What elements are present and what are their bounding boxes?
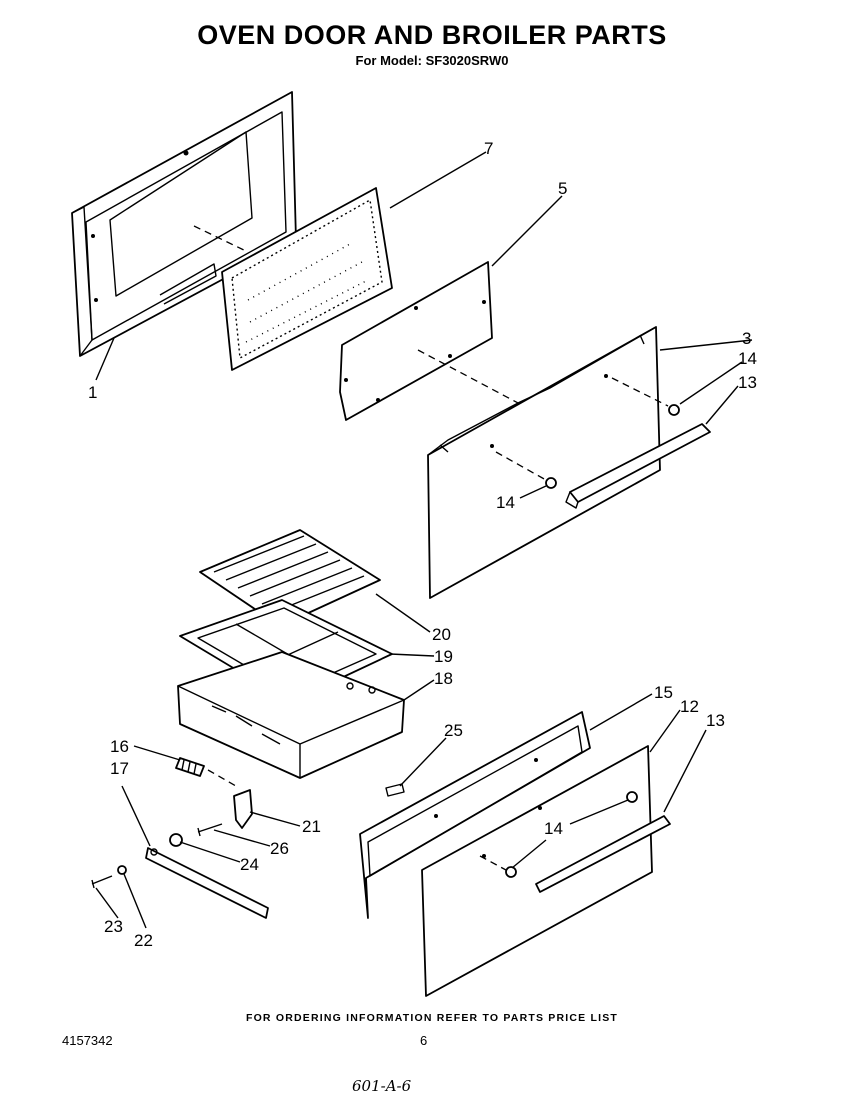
- callout-23: 23: [104, 917, 123, 936]
- page-title: OVEN DOOR AND BROILER PARTS: [197, 20, 667, 50]
- callout-14-lower: 14: [544, 819, 563, 838]
- part-screw-23: [91, 875, 113, 889]
- model-subtitle: For Model: SF3020SRW0: [355, 53, 509, 68]
- part-spacer-lower-right: [626, 791, 638, 803]
- callout-13-upper: 13: [738, 373, 757, 392]
- part-spacer-upper-left: [545, 477, 557, 489]
- callout-25: 25: [444, 721, 463, 740]
- part-bracket: [233, 789, 253, 829]
- part-roller: [175, 757, 205, 777]
- callout-7: 7: [484, 139, 493, 158]
- callout-20: 20: [432, 625, 451, 644]
- ordering-info-note: FOR ORDERING INFORMATION REFER TO PARTS …: [245, 1012, 619, 1024]
- callout-labels: 1 7 5 3 14 13 14 20 19 18 15 12 13 16 25…: [88, 139, 757, 950]
- part-slide-rail: [145, 847, 269, 919]
- callout-21: 21: [302, 817, 321, 836]
- part-spacer-lower-left: [505, 866, 517, 878]
- callout-5: 5: [558, 179, 567, 198]
- part-outer-door: [427, 326, 661, 599]
- part-broiler-grid: [199, 529, 381, 627]
- callout-12: 12: [680, 697, 699, 716]
- page-number: 6: [420, 1033, 428, 1048]
- callout-1: 1: [88, 383, 97, 402]
- leader-lines: [95, 151, 753, 929]
- callout-16: 16: [110, 737, 129, 756]
- callout-22: 22: [134, 931, 153, 950]
- callout-24: 24: [240, 855, 259, 874]
- part-drawer-front: [421, 745, 653, 997]
- part-drawer-handle: [535, 815, 671, 893]
- part-glass-panel: [339, 261, 493, 421]
- part-washer: [117, 865, 127, 875]
- part-screw-26: [197, 823, 223, 837]
- callout-3: 3: [742, 329, 751, 348]
- callout-13-lower: 13: [706, 711, 725, 730]
- part-drawer-inner-panel: [359, 711, 591, 919]
- part-insulation: [221, 187, 393, 371]
- callout-14-upper-right: 14: [738, 349, 757, 368]
- document-number: 4157342: [62, 1033, 113, 1048]
- part-broiler-pan: [177, 651, 405, 779]
- handwritten-note: 601-A-6: [352, 1077, 412, 1095]
- callout-14-upper-left: 14: [496, 493, 515, 512]
- callout-26: 26: [270, 839, 289, 858]
- part-door-handle: [565, 423, 711, 509]
- part-clip: [385, 783, 405, 797]
- part-spacer-24: [169, 833, 183, 847]
- part-spacer-upper-right: [668, 404, 680, 416]
- callout-17: 17: [110, 759, 129, 778]
- callout-15: 15: [654, 683, 673, 702]
- callout-18: 18: [434, 669, 453, 688]
- callout-19: 19: [434, 647, 453, 666]
